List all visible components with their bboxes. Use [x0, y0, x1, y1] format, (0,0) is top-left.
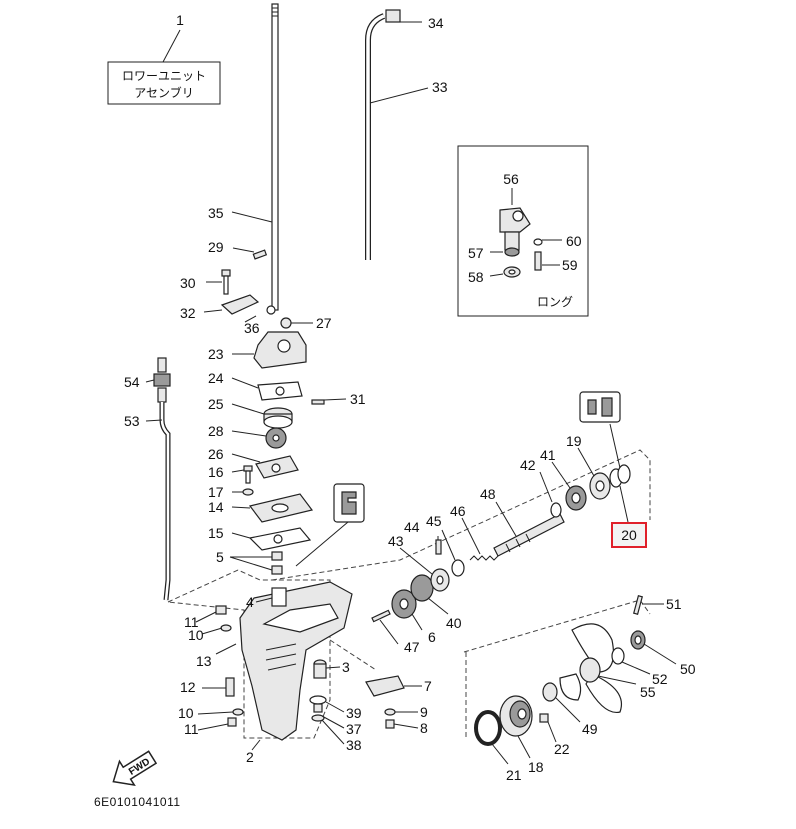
callout-59[interactable]: 59 — [562, 257, 578, 273]
callout-33[interactable]: 33 — [432, 79, 448, 95]
callout-48[interactable]: 48 — [480, 486, 496, 502]
callout-10-bottom[interactable]: 10 — [178, 705, 194, 721]
callout-44[interactable]: 44 — [404, 519, 420, 535]
callout-29[interactable]: 29 — [208, 239, 224, 255]
callout-11-bottom[interactable]: 11 — [184, 721, 199, 737]
callout-4[interactable]: 4 — [246, 594, 254, 610]
callout-11-top[interactable]: 11 — [184, 614, 199, 630]
callout-60[interactable]: 60 — [566, 233, 582, 249]
highlighted-part-box[interactable] — [611, 522, 647, 548]
callout-42[interactable]: 42 — [520, 457, 536, 473]
callout-43[interactable]: 43 — [388, 533, 404, 549]
callout-54[interactable]: 54 — [124, 374, 140, 390]
callout-51[interactable]: 51 — [666, 596, 682, 612]
callout-53[interactable]: 53 — [124, 413, 140, 429]
fwd-direction-arrow: FWD — [112, 750, 158, 787]
lower-case-body — [166, 569, 353, 751]
inset-caption: ロング — [537, 295, 573, 309]
callout-23[interactable]: 23 — [208, 346, 224, 362]
callout-17[interactable]: 17 — [208, 484, 224, 500]
callout-58[interactable]: 58 — [468, 269, 484, 285]
inset-long-shaft-box: ロング — [457, 145, 589, 317]
callout-24[interactable]: 24 — [208, 370, 224, 386]
title-line-2: アセンブリ — [134, 85, 193, 100]
callout-16[interactable]: 16 — [208, 464, 224, 480]
callout-38[interactable]: 38 — [346, 737, 362, 753]
callout-56[interactable]: 56 — [503, 171, 519, 187]
water-pump-stack — [203, 247, 365, 575]
callout-47[interactable]: 47 — [404, 639, 420, 655]
callout-40[interactable]: 40 — [446, 615, 462, 631]
callout-34[interactable]: 34 — [428, 15, 444, 31]
callout-57[interactable]: 57 — [468, 245, 484, 261]
callout-1[interactable]: 1 — [176, 12, 184, 28]
part-callouts: 1 34 33 56 60 57 59 58 35 29 30 32 36 27… — [124, 12, 696, 783]
callout-18[interactable]: 18 — [528, 759, 544, 775]
gear-train — [271, 391, 651, 671]
callout-21[interactable]: 21 — [506, 767, 522, 783]
callout-19[interactable]: 19 — [566, 433, 582, 449]
callout-36[interactable]: 36 — [244, 320, 260, 336]
diagram-code: 6E0101041011 — [94, 795, 181, 809]
callout-49[interactable]: 49 — [582, 721, 598, 737]
drive-shaft-group — [231, 3, 429, 311]
callout-10-top[interactable]: 10 — [188, 627, 204, 643]
callout-30[interactable]: 30 — [180, 275, 196, 291]
callout-8[interactable]: 8 — [420, 720, 428, 736]
callout-52[interactable]: 52 — [652, 671, 668, 687]
callout-22[interactable]: 22 — [554, 741, 570, 757]
callout-6[interactable]: 6 — [428, 629, 436, 645]
callout-13[interactable]: 13 — [196, 653, 212, 669]
callout-9[interactable]: 9 — [420, 704, 428, 720]
callout-27[interactable]: 27 — [316, 315, 332, 331]
callout-31[interactable]: 31 — [350, 391, 366, 407]
callout-39[interactable]: 39 — [346, 705, 362, 721]
callout-2[interactable]: 2 — [246, 749, 254, 765]
callout-41[interactable]: 41 — [540, 447, 556, 463]
callout-32[interactable]: 32 — [180, 305, 196, 321]
callout-12[interactable]: 12 — [180, 679, 196, 695]
callout-7[interactable]: 7 — [424, 678, 432, 694]
callout-28[interactable]: 28 — [208, 423, 224, 439]
callout-20-highlighted[interactable]: 20 — [621, 527, 637, 543]
assembly-title-box: ロワーユニット アセンブリ — [107, 29, 221, 105]
callout-50[interactable]: 50 — [680, 661, 696, 677]
propeller-group — [463, 595, 677, 765]
callout-45[interactable]: 45 — [426, 513, 442, 529]
callout-14[interactable]: 14 — [208, 499, 224, 515]
callout-5[interactable]: 5 — [216, 549, 224, 565]
title-line-1: ロワーユニット — [122, 69, 206, 83]
lower-small-parts — [309, 659, 422, 745]
callout-25[interactable]: 25 — [208, 396, 224, 412]
callout-26[interactable]: 26 — [208, 446, 224, 462]
callout-55[interactable]: 55 — [640, 684, 656, 700]
callout-3[interactable]: 3 — [342, 659, 350, 675]
callout-37[interactable]: 37 — [346, 721, 362, 737]
shift-rod-assembly — [145, 357, 171, 601]
callout-35[interactable]: 35 — [208, 205, 224, 221]
callout-46[interactable]: 46 — [450, 503, 466, 519]
callout-15[interactable]: 15 — [208, 525, 224, 541]
